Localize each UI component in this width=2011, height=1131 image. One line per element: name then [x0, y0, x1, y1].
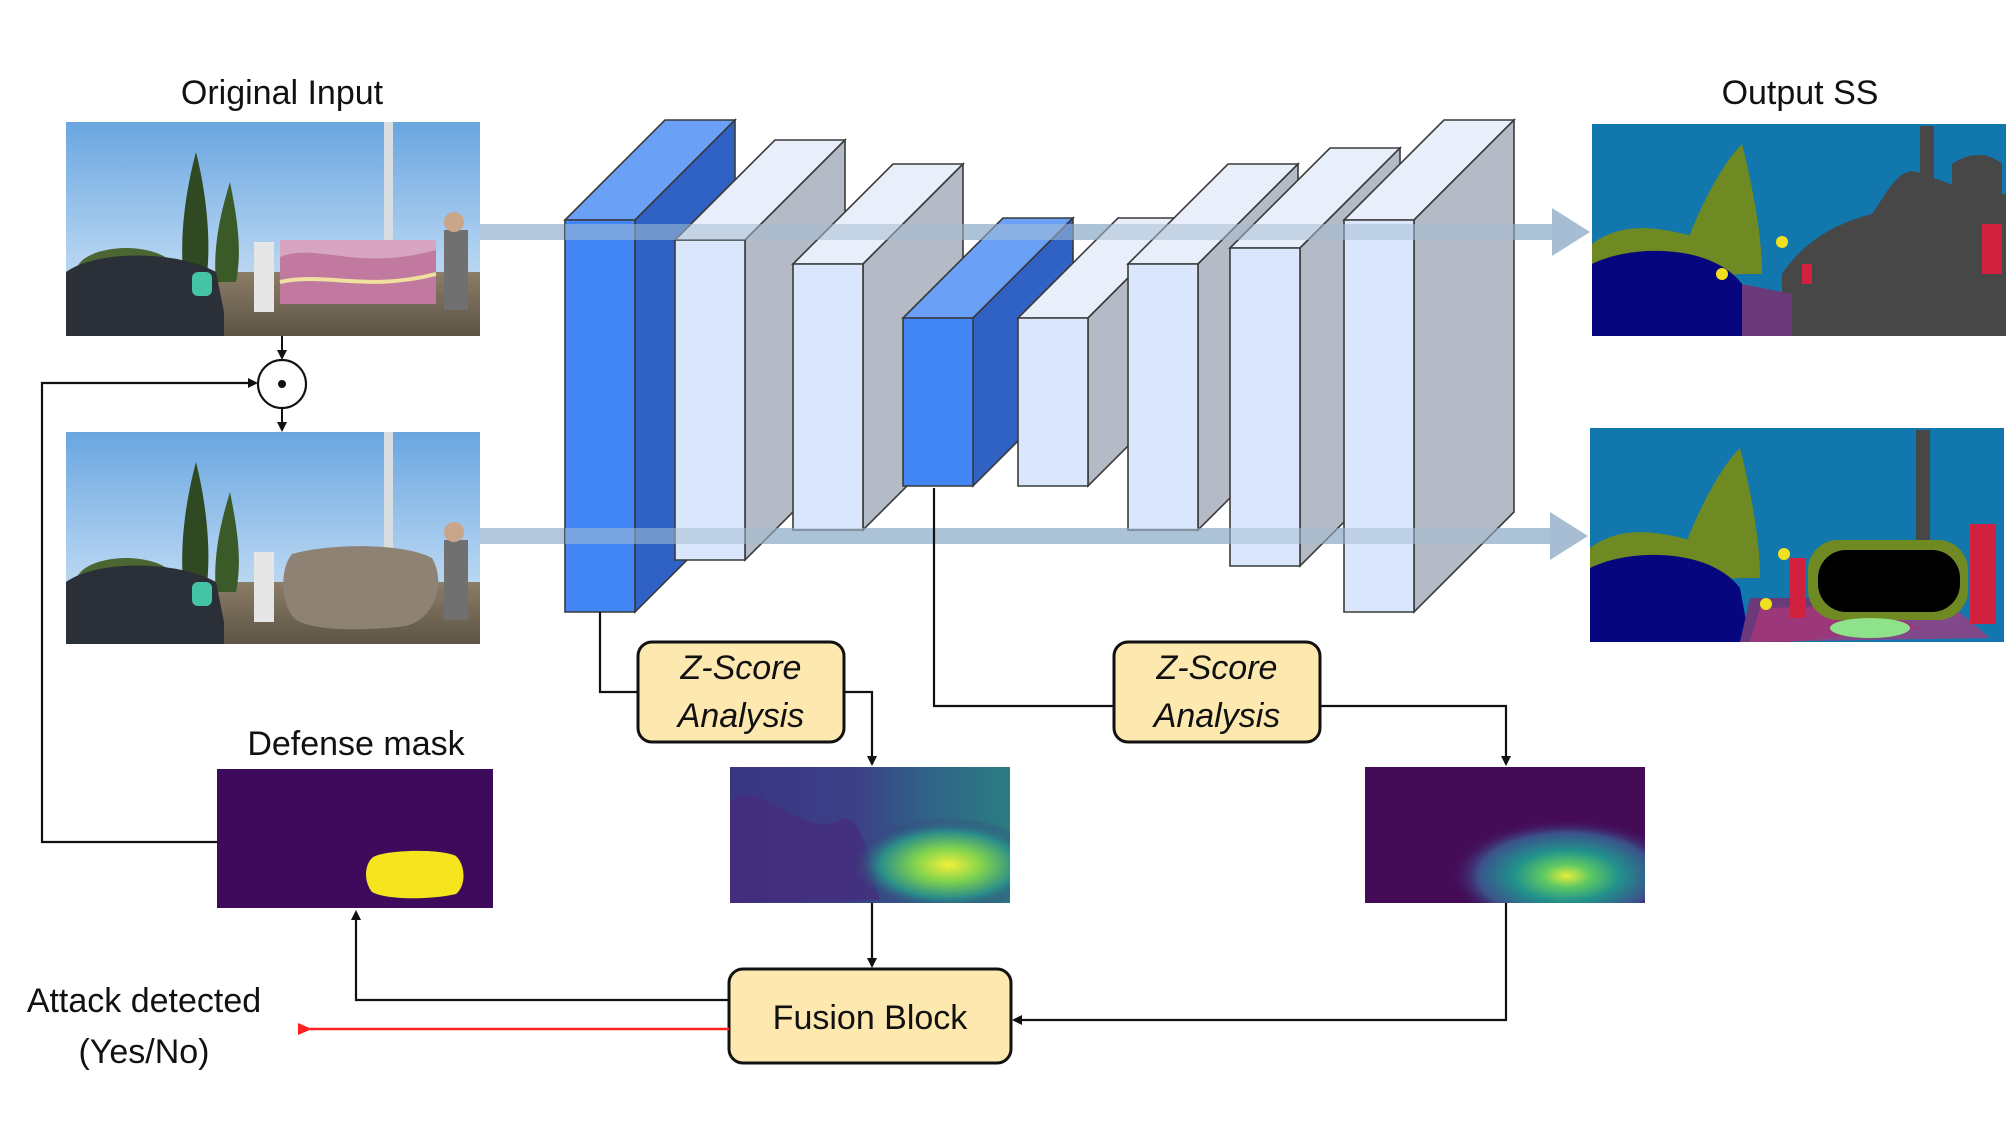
attack-detected-yesno: (Yes/No) [78, 1033, 209, 1071]
flow-arrow-top-overlay [565, 224, 1555, 240]
zscore-analysis-block-right: Z-Score Analysis [932, 488, 1511, 766]
attack-detected-label: Attack detected [27, 982, 261, 1020]
fusion-block-label: Fusion Block [773, 999, 969, 1037]
defense-mask-label: Defense mask [247, 725, 465, 763]
zscore-left-line2: Analysis [676, 697, 805, 735]
zscore-right-line1: Z-Score [1156, 649, 1278, 687]
zscore-heatmap-left [730, 767, 1010, 903]
original-input-image [66, 122, 480, 336]
original-input-label: Original Input [181, 74, 384, 112]
fusion-block: Fusion Block [727, 967, 1013, 1065]
defense-mask-image [217, 769, 493, 908]
zscore-left-line1: Z-Score [680, 649, 802, 687]
mask-feedback-connector [40, 378, 258, 844]
output-ss-label: Output SS [1722, 74, 1879, 112]
zscore-heatmap-right [1365, 767, 1645, 903]
zscore-right-line2: Analysis [1152, 697, 1281, 735]
output-segmentation-clean [1592, 124, 2006, 336]
hadamard-operator [256, 336, 308, 432]
right-heatmap-to-fusion-connector [1012, 903, 1508, 1025]
output-segmentation-defended [1590, 428, 2004, 642]
fusion-to-mask-connector [351, 910, 729, 1002]
zscore-analysis-block-left: Z-Score Analysis [598, 612, 877, 766]
network-layer-8 [1342, 118, 1516, 614]
masked-input-image [66, 432, 480, 644]
segmentation-network [563, 118, 1516, 614]
flow-arrow-bottom-overlay [565, 528, 1555, 544]
